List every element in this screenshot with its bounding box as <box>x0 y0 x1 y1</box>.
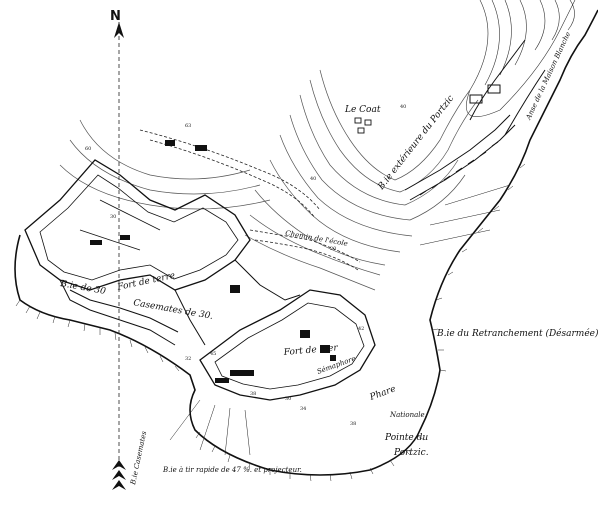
fire-lines <box>169 184 511 456</box>
fort-de-mer <box>199 289 376 401</box>
elevation-number: 30 <box>110 214 116 220</box>
label-le-coat: Le Coat <box>344 105 381 115</box>
north-letter: N <box>110 9 121 24</box>
fort-buildings <box>90 140 336 383</box>
elevation-number: 32 <box>185 356 191 362</box>
ramparts <box>59 259 301 346</box>
north-arrow: N <box>110 9 126 490</box>
elevation-number: 60 <box>85 146 91 152</box>
label-nationale: Nationale. <box>389 411 427 419</box>
label-bie-tir: B.ie à tir rapide de 47 %. et projecteur… <box>162 466 302 474</box>
coastline <box>14 9 598 476</box>
elevation-number: 40 <box>400 104 406 110</box>
label-bie-exterieure: B.ie extérieure du Portzic <box>375 93 456 193</box>
label-pointe: Pointe du <box>384 433 428 443</box>
elevation-number: 38 <box>250 391 256 397</box>
elevation-number: 42 <box>358 326 364 332</box>
label-portzic: Portzic. <box>393 448 429 458</box>
sea-hatching <box>465 0 576 117</box>
fort-de-terre <box>24 159 251 291</box>
elevation-number: 63 <box>185 123 191 129</box>
label-fort-mer: Fort de mer <box>282 343 338 358</box>
contour-lines <box>59 69 479 291</box>
label-bie-casemates: B.ie Casemates <box>129 430 148 486</box>
label-fort-terre: Fort de terre <box>116 271 177 293</box>
label-retranchement: B.ie du Retranchement (Désarmée) <box>436 328 598 339</box>
elevation-number: 30 <box>285 396 291 402</box>
elevation-number: 38 <box>350 421 356 427</box>
label-chemin: Chemin de l'école <box>285 229 349 248</box>
elevation-numbers: 63 40 60 30 40 20 42 45 38 30 34 38 32 <box>85 104 406 427</box>
batterie-portzic <box>404 84 516 201</box>
label-casemates: Casemates de 30. <box>132 298 213 322</box>
le-coat-buildings <box>354 117 372 134</box>
roads <box>139 129 361 271</box>
label-anse: Anse de la Maison Blanche <box>524 31 572 122</box>
cliff-hachures <box>15 163 526 482</box>
elevation-number: 40 <box>310 176 316 182</box>
elevation-number: 34 <box>300 406 306 412</box>
north-arrow-fletching <box>112 460 126 490</box>
elevation-number: 45 <box>210 351 216 357</box>
label-bie-30: B.ie de 30 <box>58 279 106 297</box>
label-phare: Phare <box>368 384 398 403</box>
elevation-number: 20 <box>330 246 336 252</box>
